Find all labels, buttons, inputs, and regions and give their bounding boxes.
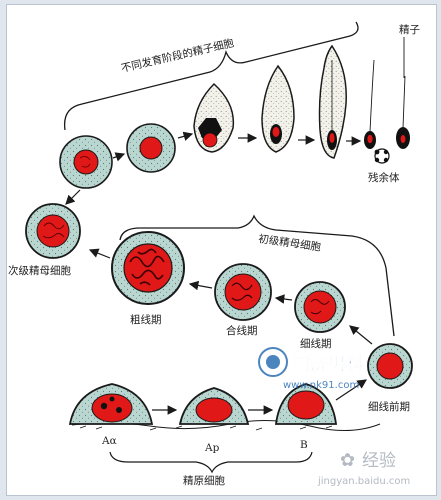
- primary-spermatocyte-brace: [119, 214, 395, 337]
- spermatogonium-a-p: [178, 387, 250, 425]
- arrow: [88, 248, 111, 259]
- spermatid-stage-3: [193, 82, 235, 153]
- leptotene-label: 细线期: [300, 337, 332, 350]
- arrow: [274, 294, 293, 304]
- arrow: [335, 379, 367, 401]
- secondary-spermatocyte-dividing: [25, 203, 81, 259]
- secondary-spermatocyte-cell: [59, 135, 113, 189]
- spermatid-brace: [63, 21, 359, 131]
- arrow: [188, 280, 213, 291]
- residual-body-label: 残余体: [368, 171, 400, 184]
- spermatid-stage-5: [318, 44, 347, 159]
- membrane-hatching: [79, 425, 333, 431]
- spermatogonium-b: [274, 383, 338, 425]
- jingyan-watermark: ✿ 经验 jingyan.baidu.com: [317, 450, 410, 487]
- arrow: [177, 131, 194, 141]
- zygotene-cell: [214, 263, 272, 321]
- type-a-alpha-label: Aα: [101, 435, 117, 447]
- type-a-p-label: Ap: [204, 442, 220, 454]
- type-b-label: B: [300, 439, 308, 451]
- pachytene-cell: [111, 231, 185, 305]
- pachytene-label: 粗线期: [130, 313, 162, 326]
- preleptotene-cell: [367, 343, 413, 389]
- mature-sperm: [396, 75, 410, 149]
- arrow: [349, 325, 373, 345]
- jingyan-brand-watermark: 经验: [362, 451, 396, 471]
- spermatids-label: 不同发育阶段的精子细胞: [120, 36, 236, 75]
- zygotene-label: 合线期: [226, 324, 258, 337]
- preleptotene-label: 细线前期: [368, 400, 410, 413]
- spermatogonium-a-alpha: [68, 383, 154, 425]
- site-watermark: 同济男科 www.nk91.com: [258, 347, 364, 391]
- site-url-watermark: www.nk91.com: [283, 380, 359, 391]
- early-spermatid-cell: [126, 123, 176, 173]
- arrow: [65, 189, 81, 205]
- spermatogonia-label: 精原细胞: [183, 474, 225, 487]
- jingyan-url-watermark: jingyan.baidu.com: [317, 476, 410, 487]
- secondary-spermatocyte-label: 次级精母细胞: [8, 264, 71, 277]
- sperm-label: 精子: [399, 23, 420, 36]
- spermatogonia-brace: [109, 451, 313, 474]
- site-name-watermark: 同济男科: [292, 353, 364, 375]
- spermatid-stage-4: [261, 64, 295, 153]
- leptotene-cell: [294, 281, 346, 333]
- arrow: [112, 152, 126, 162]
- paw-icon: ✿: [340, 450, 355, 471]
- late-spermatid-with-residual-body: [364, 59, 390, 164]
- primary-spermatocyte-label: 初级精母细胞: [258, 232, 323, 254]
- residual-body: [374, 148, 390, 164]
